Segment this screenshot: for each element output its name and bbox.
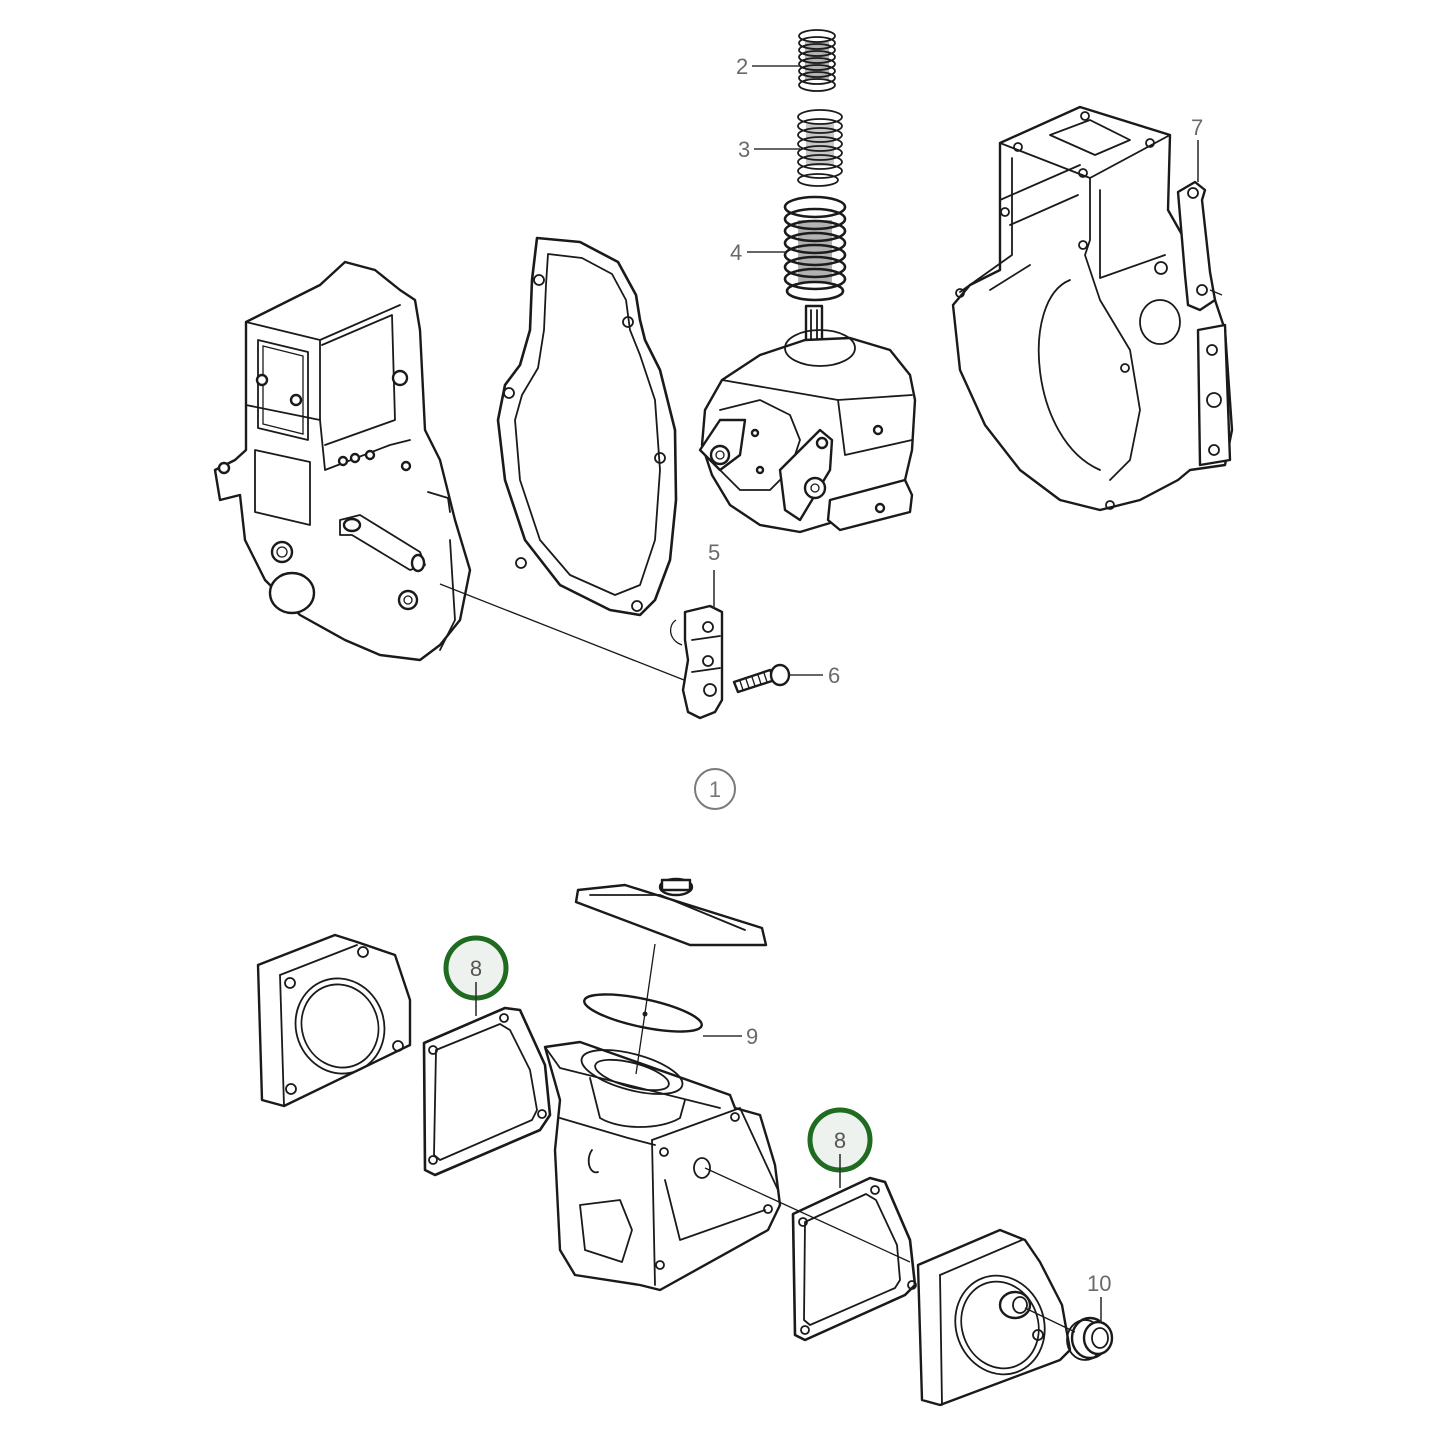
callout-8-left-highlighted[interactable]: 8 xyxy=(443,935,509,1016)
svg-text:6: 6 xyxy=(828,663,840,688)
axis-line-upper xyxy=(439,583,685,681)
callout-4[interactable]: 4 xyxy=(730,240,786,265)
spring-4[interactable] xyxy=(783,195,847,302)
flange-plate-left[interactable] xyxy=(256,933,412,1108)
svg-text:9: 9 xyxy=(746,1024,758,1049)
svg-text:10: 10 xyxy=(1087,1271,1111,1296)
svg-text:8: 8 xyxy=(834,1128,846,1153)
governor-housing-left[interactable] xyxy=(213,260,472,662)
gasket-8-left[interactable] xyxy=(422,1006,552,1177)
screw-6[interactable] xyxy=(732,663,791,694)
callout-6[interactable]: 6 xyxy=(790,663,840,688)
cover-plate-top[interactable] xyxy=(574,877,768,947)
bracket-5[interactable] xyxy=(670,604,724,720)
callout-9[interactable]: 9 xyxy=(703,1024,758,1049)
pump-body-center[interactable] xyxy=(543,1040,782,1292)
callout-5[interactable]: 5 xyxy=(708,540,720,608)
callout-2[interactable]: 2 xyxy=(736,54,800,79)
cover-plate-right[interactable] xyxy=(916,1228,1072,1407)
gasket-8-right[interactable] xyxy=(791,1176,917,1342)
flyweight-assembly[interactable] xyxy=(698,304,917,534)
spring-2[interactable] xyxy=(798,29,836,92)
plug-10[interactable] xyxy=(1066,1316,1114,1361)
svg-text:2: 2 xyxy=(736,54,748,79)
svg-text:3: 3 xyxy=(738,137,750,162)
axis-line-lower-2 xyxy=(704,1167,911,1263)
svg-text:1: 1 xyxy=(709,777,721,802)
spring-3[interactable] xyxy=(797,109,843,187)
svg-text:4: 4 xyxy=(730,240,742,265)
callout-8-right-highlighted[interactable]: 8 xyxy=(807,1107,873,1188)
callout-10[interactable]: 10 xyxy=(1087,1271,1111,1322)
gasket-upper[interactable] xyxy=(496,236,678,617)
governor-housing-right[interactable] xyxy=(951,105,1234,512)
svg-text:8: 8 xyxy=(470,956,482,981)
axis-line-lower-3 xyxy=(1024,1307,1076,1333)
figure-number-badge: 1 xyxy=(694,768,736,810)
diaphragm-9[interactable] xyxy=(581,987,704,1039)
callout-7[interactable]: 7 xyxy=(1191,115,1203,182)
svg-text:5: 5 xyxy=(708,540,720,565)
callout-3[interactable]: 3 xyxy=(738,137,800,162)
svg-text:7: 7 xyxy=(1191,115,1203,140)
axis-line-lower-1 xyxy=(635,943,656,1075)
lever-7[interactable] xyxy=(1176,180,1223,312)
